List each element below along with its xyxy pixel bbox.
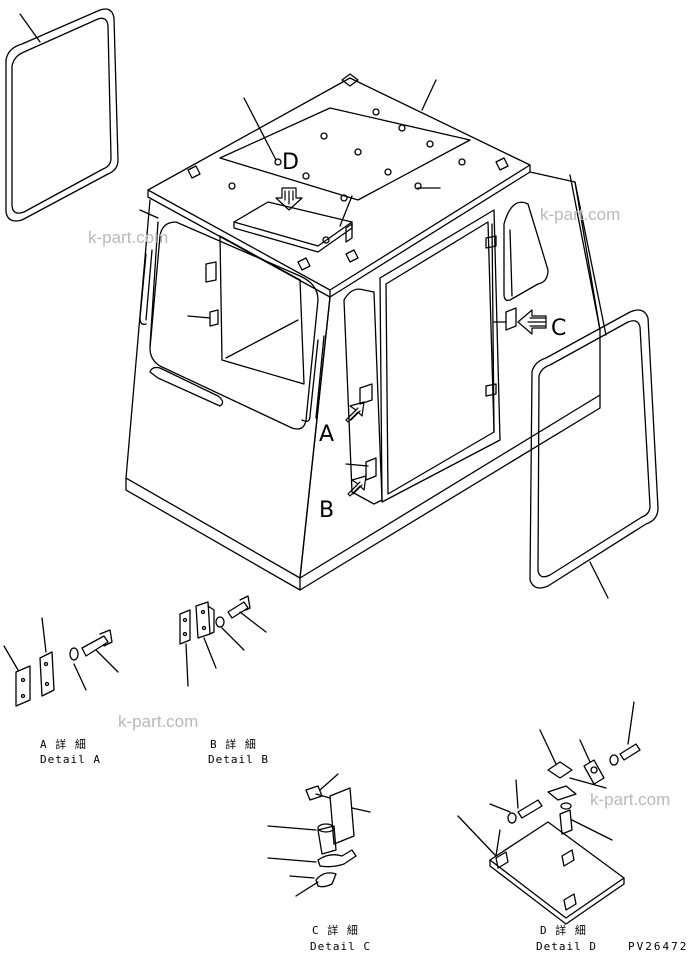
detail-b-caption-jp: B 詳 細 — [210, 738, 257, 751]
detail-b-caption-en: Detail B — [208, 753, 269, 766]
callout-arrow-d — [275, 187, 303, 211]
cab-body — [125, 73, 607, 591]
callout-arrow-c — [517, 309, 547, 335]
detail-d-caption-jp: D 詳 細 — [540, 924, 587, 937]
watermark: k-part.com — [118, 712, 199, 731]
detail-c-caption-jp: C 詳 細 — [312, 924, 359, 937]
callout-label-c: C — [551, 316, 567, 341]
watermark: k-part.com — [540, 205, 621, 224]
right-window-glass — [529, 309, 659, 599]
callout-arrow-b — [347, 475, 367, 497]
detail-c-caption-en: Detail C — [310, 940, 371, 953]
callout-label-b: B — [319, 498, 335, 523]
watermark: k-part.com — [88, 228, 169, 247]
detail-d-caption-en: Detail D — [536, 940, 597, 953]
detail-a-caption-en: Detail A — [40, 753, 101, 766]
detail-a-parts — [3, 617, 119, 707]
left-window-glass — [5, 8, 119, 222]
detail-a-caption-jp: A 詳 細 — [40, 738, 87, 751]
callout-label-a: A — [319, 422, 335, 447]
watermark: k-part.com — [590, 790, 671, 809]
detail-d-parts — [457, 701, 641, 925]
drawing-number: PV26472 — [628, 940, 689, 953]
detail-c-parts — [267, 773, 371, 897]
detail-b-parts — [179, 595, 267, 687]
callout-arrow-a — [345, 401, 365, 423]
callout-label-d: D — [282, 150, 299, 175]
